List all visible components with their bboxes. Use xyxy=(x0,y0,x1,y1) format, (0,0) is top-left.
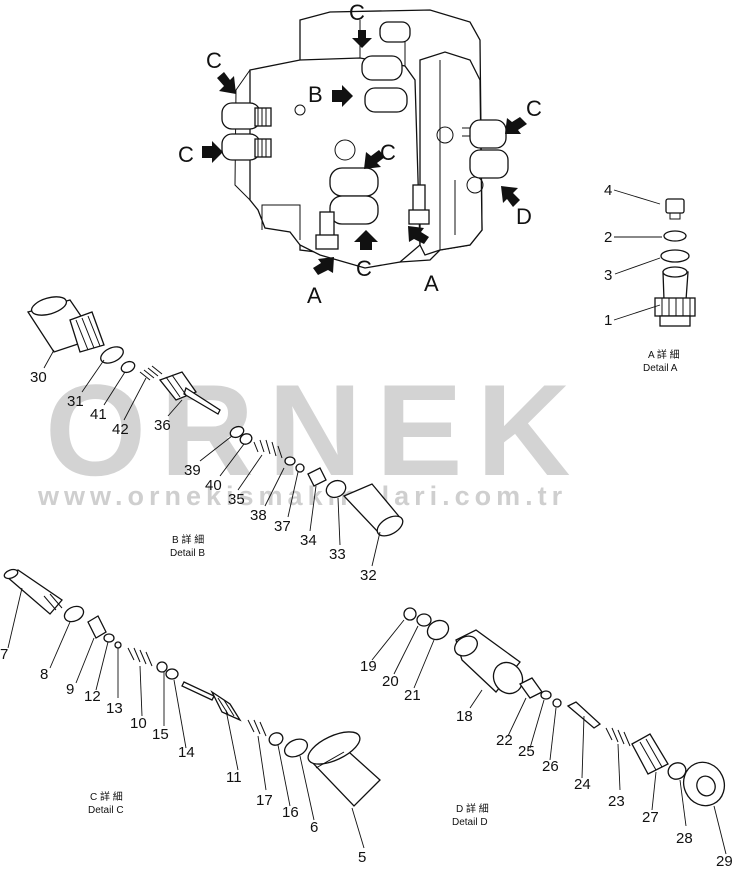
callout-38: 38 xyxy=(250,507,267,524)
arrow-label-d: D xyxy=(516,204,532,229)
detail-b-en: Detail B xyxy=(170,548,205,559)
callout-36: 36 xyxy=(154,417,171,434)
callout-42: 42 xyxy=(112,421,129,438)
watermark-brand: ORNEK xyxy=(45,357,584,503)
callout-13: 13 xyxy=(106,700,123,717)
callout-39: 39 xyxy=(184,462,201,479)
callout-27: 27 xyxy=(642,809,659,826)
detail-a-en: Detail A xyxy=(643,363,678,374)
callout-2: 2 xyxy=(604,229,612,246)
detail-c-en: Detail C xyxy=(88,805,124,816)
detail-d-jp: D 詳 細 xyxy=(456,802,489,815)
callout-41: 41 xyxy=(90,406,107,423)
callout-40: 40 xyxy=(205,477,222,494)
detail-b-jp: B 詳 細 xyxy=(172,533,204,546)
callout-29: 29 xyxy=(716,853,733,869)
arrow-label-c-right: C xyxy=(526,96,542,121)
callout-35: 35 xyxy=(228,491,245,508)
detail-a: 4 2 3 1 A 詳 細 Detail A xyxy=(604,182,696,374)
callout-15: 15 xyxy=(152,726,169,743)
callout-30: 30 xyxy=(30,369,47,386)
detail-a-jp: A 詳 細 xyxy=(648,348,680,361)
callout-23: 23 xyxy=(608,793,625,810)
arrow-label-a-left: A xyxy=(307,283,322,308)
callout-7: 7 xyxy=(0,646,8,663)
arrow-label-c-left-upper: C xyxy=(206,48,222,73)
arrow-label-c-left-lower: C xyxy=(178,142,194,167)
callout-16: 16 xyxy=(282,804,299,821)
callout-37: 37 xyxy=(274,518,291,535)
arrow-label-c-top: C xyxy=(349,0,365,25)
callout-21: 21 xyxy=(404,687,421,704)
callout-18: 18 xyxy=(456,708,473,725)
arrow-label-c-center: C xyxy=(380,140,396,165)
callout-34: 34 xyxy=(300,532,317,549)
callout-8: 8 xyxy=(40,666,48,683)
watermark: ORNEK www.ornekismakinalari.com.tr xyxy=(37,357,584,511)
callout-26: 26 xyxy=(542,758,559,775)
callout-1: 1 xyxy=(604,312,612,329)
callout-33: 33 xyxy=(329,546,346,563)
callout-19: 19 xyxy=(360,658,377,675)
callout-6: 6 xyxy=(310,819,318,836)
callout-5: 5 xyxy=(358,849,366,866)
assembly-arrows: C C B C C C D C A A xyxy=(178,0,542,308)
callout-12: 12 xyxy=(84,688,101,705)
callout-20: 20 xyxy=(382,673,399,690)
callout-10: 10 xyxy=(130,715,147,732)
callout-22: 22 xyxy=(496,732,513,749)
callout-11: 11 xyxy=(226,769,242,786)
arrow-label-c-bottom: C xyxy=(356,256,372,281)
callout-32: 32 xyxy=(360,567,377,584)
callout-9: 9 xyxy=(66,681,74,698)
callout-28: 28 xyxy=(676,830,693,847)
callout-24: 24 xyxy=(574,776,591,793)
arrow-label-b: B xyxy=(308,82,323,107)
arrow-label-a-right: A xyxy=(424,271,439,296)
callout-3: 3 xyxy=(604,267,612,284)
detail-c: 7 8 9 12 13 10 15 14 11 17 16 6 5 C 詳 細 … xyxy=(0,568,381,866)
callout-25: 25 xyxy=(518,743,535,760)
detail-c-jp: C 詳 細 xyxy=(90,790,123,803)
detail-d-en: Detail D xyxy=(452,817,488,828)
watermark-url: www.ornekismakinalari.com.tr xyxy=(37,481,567,511)
detail-b: 30 31 41 42 36 39 40 35 38 37 34 33 32 B… xyxy=(26,296,404,584)
callout-14: 14 xyxy=(178,744,195,761)
detail-d: 19 20 21 18 22 25 26 24 23 27 28 29 D 詳 … xyxy=(360,607,733,869)
callout-17: 17 xyxy=(256,792,273,809)
callout-31: 31 xyxy=(67,393,84,410)
valve-assembly xyxy=(221,9,509,269)
callout-4: 4 xyxy=(604,182,612,199)
